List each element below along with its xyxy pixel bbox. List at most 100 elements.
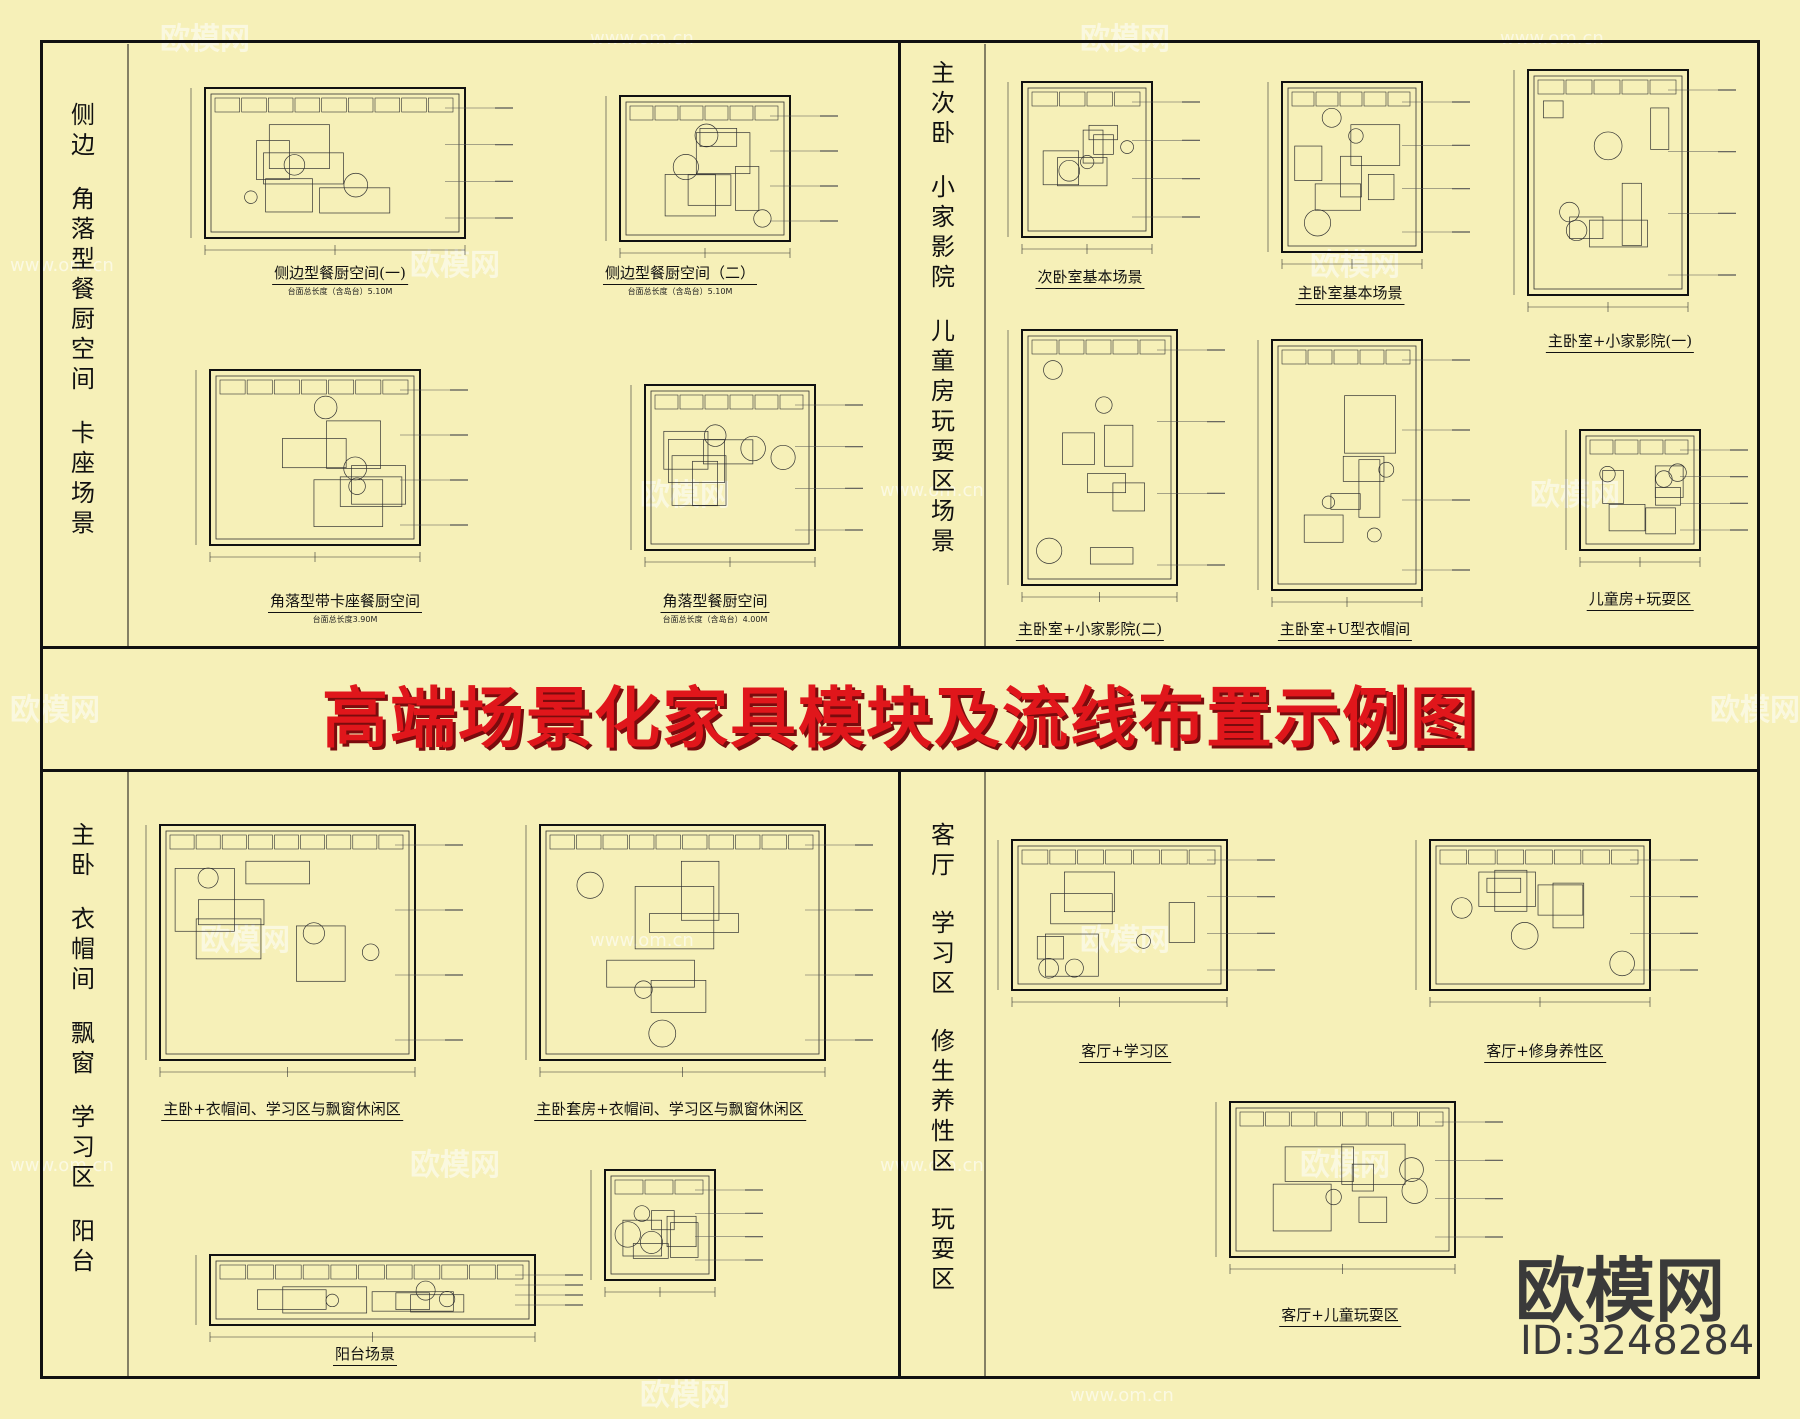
plan-linework [1525, 849, 1553, 865]
plan-caption: 主卧室基本场景 [1295, 282, 1405, 305]
plan-linework [1359, 349, 1385, 365]
plan-linework [1082, 129, 1104, 164]
plan-linework [413, 1264, 441, 1280]
plan-linework [351, 465, 406, 505]
plan-linework [1367, 1111, 1393, 1127]
plan-linework [1339, 91, 1363, 107]
plan-linework [633, 1205, 651, 1222]
plan-linework [1036, 537, 1063, 564]
plan-linework [1589, 219, 1648, 248]
plan-linework [1112, 339, 1139, 355]
plan-note: 台面总长度3.90M [312, 615, 378, 624]
plan-linework [325, 1293, 339, 1308]
plan-linework [319, 187, 391, 214]
plan-linework [198, 899, 265, 926]
plan-linework [610, 1175, 710, 1275]
plan-linework [1294, 145, 1323, 181]
plan-linework [664, 174, 716, 217]
panel-bottom-right [898, 769, 1760, 1379]
plan-linework [687, 174, 732, 206]
plan-caption: 侧边型餐厨空间(一) [272, 262, 408, 285]
plan-linework [1316, 1111, 1341, 1127]
plan-linework [374, 97, 400, 113]
plan-linework [395, 1292, 430, 1310]
plan-linework [1021, 329, 1178, 586]
plan-linework [1330, 493, 1361, 510]
plan-linework [1042, 150, 1080, 186]
plan-linework [265, 178, 313, 213]
watermark: 欧模网 [1530, 478, 1620, 513]
plan-linework [195, 918, 262, 960]
plan-linework [1565, 79, 1593, 95]
plan-linework [283, 154, 306, 176]
plan-linework [1350, 124, 1401, 166]
plan-linework [602, 834, 628, 850]
plan-linework [302, 922, 325, 945]
plan-linework [169, 834, 195, 850]
plan-linework [680, 860, 720, 921]
plan-linework [1057, 157, 1108, 187]
plan-linework [1387, 91, 1411, 107]
plan-linework [1486, 877, 1522, 893]
plan-linework [343, 172, 369, 198]
plan-linework [1239, 1111, 1264, 1127]
plan-note: 台面总长度（含岛台）4.00M [662, 615, 768, 624]
plan-linework [735, 834, 761, 850]
plan-linework [1271, 339, 1423, 591]
plan-linework [699, 128, 738, 147]
plan-linework [1468, 849, 1496, 865]
plan-linework [469, 1264, 496, 1280]
plan-linework [348, 97, 374, 113]
plan-linework [1229, 1101, 1456, 1258]
plan-linework [549, 834, 575, 850]
plan-linework [1303, 514, 1344, 543]
plan-linework [1645, 507, 1676, 535]
brand-id: ID:3248284 [1520, 1318, 1755, 1364]
plan-linework [274, 834, 299, 850]
plan-linework [1027, 335, 1172, 580]
plan-linework [1614, 439, 1639, 455]
plan-linework [708, 834, 734, 850]
plan-linework [263, 152, 344, 185]
plan-linework [729, 105, 754, 121]
plan-linework [679, 394, 704, 410]
watermark-url: www.om.cn [590, 930, 694, 951]
plan-linework [1340, 155, 1362, 198]
plan-linework [1393, 1111, 1418, 1127]
plan-linework [668, 439, 725, 483]
plan-linework [244, 190, 258, 204]
plan-linework [644, 384, 816, 551]
plan-linework [209, 369, 421, 546]
plan-linework [1333, 349, 1359, 365]
plan-linework [650, 390, 810, 545]
plan-linework [650, 980, 707, 1013]
plan-linework [1168, 902, 1196, 943]
plan-linework [1136, 933, 1151, 949]
plan-linework [1049, 849, 1077, 865]
side-label-bottom-right: 客厅学习区修生养性区玩耍区 [931, 821, 955, 1293]
plan-linework [352, 834, 378, 850]
plan-linework [1031, 91, 1058, 107]
plan-linework [1363, 91, 1387, 107]
plan-linework [779, 394, 804, 410]
plan-linework [296, 925, 346, 982]
plan-linework [1114, 91, 1141, 107]
plan-linework [1160, 849, 1188, 865]
plan-linework [1537, 79, 1565, 95]
plan-linework [386, 1264, 413, 1280]
plan-linework [439, 1291, 456, 1308]
plan-linework [1654, 465, 1684, 498]
watermark-url: www.om.cn [10, 255, 114, 276]
plan-caption: 客厅+学习区 [1079, 1040, 1171, 1063]
plan-linework [1366, 527, 1382, 543]
plan-linework [1059, 91, 1086, 107]
plan-caption: 主卧室+U型衣帽间 [1277, 618, 1413, 641]
plan-linework [1439, 849, 1467, 865]
plan-linework [604, 1169, 716, 1281]
plan-linework [754, 394, 779, 410]
plan-caption: 主卧室+小家影院(一) [1545, 330, 1695, 353]
plan-linework [245, 860, 310, 885]
plan-linework [1435, 845, 1645, 985]
plan-linework [1284, 1146, 1354, 1182]
plan-linework [1668, 463, 1687, 482]
